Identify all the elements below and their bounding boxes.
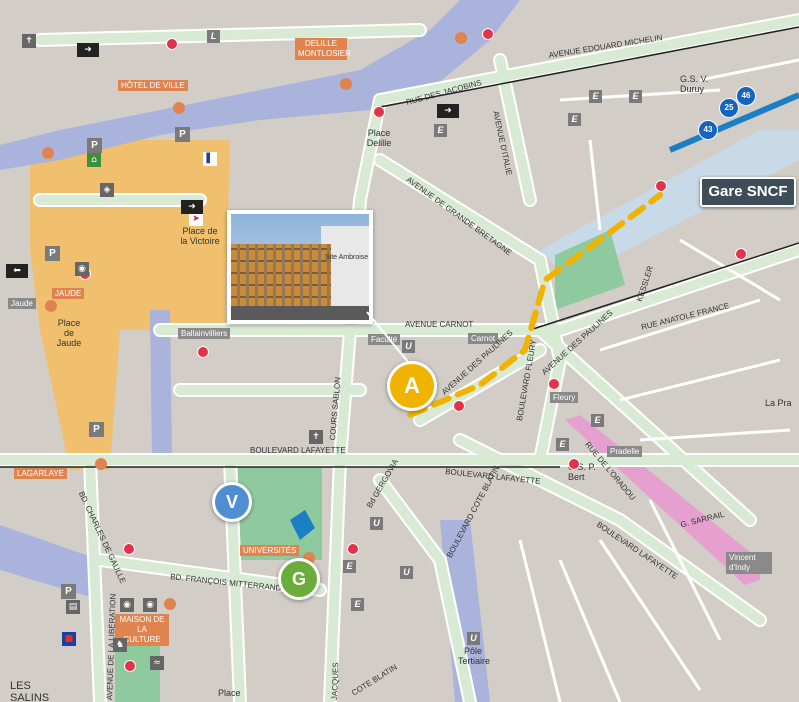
station-dot (173, 102, 185, 114)
theatre-icon: ◉ (143, 598, 157, 612)
station-dot (455, 32, 467, 44)
bike-station-icon[interactable] (373, 106, 385, 118)
parking-icon[interactable]: P (89, 422, 104, 437)
museum-icon: ▤ (66, 600, 80, 614)
parking-icon[interactable]: P (61, 584, 76, 599)
label-universites[interactable]: UNIVERSITÉS (240, 545, 300, 556)
bike-station-icon[interactable] (123, 543, 135, 555)
bike-station-icon[interactable] (197, 346, 209, 358)
oneway-arrow-icon: ➜ (437, 104, 459, 118)
gare-sncf-label[interactable]: Gare SNCF (700, 177, 796, 207)
place-delille: Place Delille (366, 128, 392, 148)
tourism-icon: ➤ (189, 212, 203, 226)
label-lagarlaye[interactable]: LAGARLAYE (14, 468, 67, 479)
pole-tertiaire: Pôle Tertiaire (458, 646, 491, 666)
stop-fleury[interactable]: Fleury (550, 392, 579, 403)
oneway-arrow-icon: ➜ (181, 200, 203, 214)
label-jaude[interactable]: JAUDE (52, 288, 85, 299)
street-carnot: AVENUE CARNOT (405, 320, 474, 329)
street-lafayette: BOULEVARD LAFAYETTE (250, 446, 346, 455)
church-icon: ✝ (309, 430, 323, 444)
bike-station-icon[interactable] (735, 248, 747, 260)
church-icon: ✝ (22, 34, 36, 48)
marker-a[interactable]: A (387, 361, 437, 411)
stop-carnot[interactable]: Carnot (468, 333, 499, 344)
square-e[interactable]: E (351, 598, 364, 611)
flag-icon: ▌ (203, 152, 217, 166)
photo-pointer (366, 311, 414, 369)
building-photo-image: Site Ambroise (231, 214, 369, 320)
police-icon: ◈ (100, 183, 114, 197)
station-dot (45, 300, 57, 312)
square-u[interactable]: U (402, 340, 415, 353)
stop-vincent[interactable]: Vincent d'Indy (726, 552, 772, 574)
oneway-arrow-icon: ➜ (77, 43, 99, 57)
theatre-icon: ◉ (120, 598, 134, 612)
marker-g[interactable]: G (278, 558, 320, 600)
square-e[interactable]: E (434, 124, 447, 137)
station-dot (164, 598, 176, 610)
bus-line-25[interactable]: 25 (719, 98, 739, 118)
station-dot (340, 78, 352, 90)
label-delille[interactable]: DELILLE MONTLOSIER (295, 38, 351, 60)
stop-faculte[interactable]: Faculté (368, 334, 401, 345)
parking-icon[interactable]: P (45, 246, 60, 261)
gs-bert: G.S. P. Bert (568, 462, 596, 482)
stop-ballainvilliers[interactable]: Ballainvilliers (178, 328, 231, 339)
square-u[interactable]: U (467, 632, 480, 645)
station-dot (95, 458, 107, 470)
stop-pradelle[interactable]: Pradelle (607, 446, 643, 457)
sport-icon: ♞ (113, 638, 127, 652)
la-pra: La Pra (765, 398, 792, 408)
viewpoint-icon: ◉ (75, 262, 89, 276)
label-hotel-ville[interactable]: HÔTEL DE VILLE (118, 80, 188, 91)
marker-v[interactable]: V (212, 482, 252, 522)
square-l[interactable]: L (207, 30, 220, 43)
square-e[interactable]: E (589, 90, 602, 103)
building-sign: Site Ambroise (325, 254, 369, 261)
building-photo[interactable]: Site Ambroise (227, 210, 373, 324)
swim-icon: ≈ (150, 656, 164, 670)
place-victoire: Place de la Victoire (180, 226, 220, 246)
monument-icon: ⌂ (87, 153, 101, 167)
bus-line-46[interactable]: 46 (736, 86, 756, 106)
stop-jaude[interactable]: Jaude (8, 298, 36, 309)
building-ground (231, 306, 369, 320)
square-e[interactable]: E (343, 560, 356, 573)
oneway-arrow-icon: ⬅ (6, 264, 28, 278)
parking-icon[interactable]: P (175, 127, 190, 142)
square-u[interactable]: U (370, 517, 383, 530)
gs-duruy: G.S. V. Duruy (680, 74, 709, 94)
bike-station-icon[interactable] (453, 400, 465, 412)
station-dot (42, 147, 54, 159)
square-e[interactable]: E (556, 438, 569, 451)
square-e[interactable]: E (568, 113, 581, 126)
bike-station-icon[interactable] (124, 660, 136, 672)
bike-station-icon[interactable] (655, 180, 667, 192)
street-jacques: JACQUES (330, 662, 341, 701)
parking-icon[interactable]: P (87, 138, 102, 153)
square-e[interactable]: E (591, 414, 604, 427)
place-jaude: Place de Jaude (56, 318, 82, 348)
bike-station-icon[interactable] (347, 543, 359, 555)
flag-icon: ■ (62, 632, 76, 646)
bus-line-43[interactable]: 43 (698, 120, 718, 140)
les-salins: LES SALINS (10, 680, 50, 702)
square-e[interactable]: E (629, 90, 642, 103)
bike-station-icon[interactable] (568, 458, 580, 470)
bike-station-icon[interactable] (548, 378, 560, 390)
bike-station-icon[interactable] (482, 28, 494, 40)
place-bottom: Place (218, 688, 241, 698)
square-u[interactable]: U (400, 566, 413, 579)
bike-station-icon[interactable] (166, 38, 178, 50)
